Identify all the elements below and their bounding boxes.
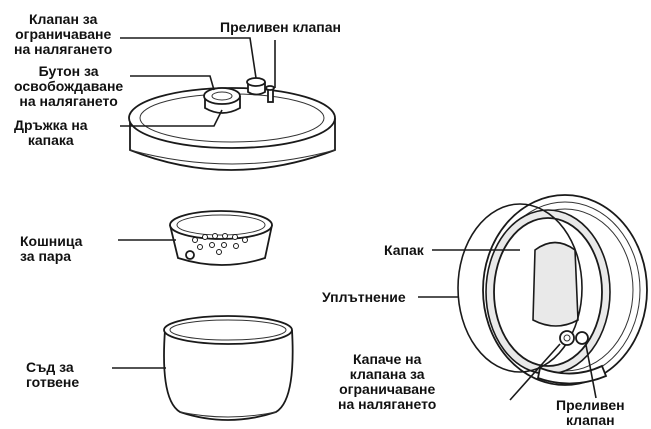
label-line: клапан — [556, 413, 625, 428]
label-line: готвене — [26, 375, 79, 390]
label-line: ограничаване — [338, 382, 436, 397]
label-line: Преливен — [556, 398, 625, 413]
label-line: Преливен клапан — [220, 20, 341, 35]
label-line: освобождаване — [14, 79, 123, 94]
label-line: на налягането — [14, 42, 112, 57]
steam-basket-part — [170, 211, 272, 265]
label-line: Капаче на — [338, 352, 436, 367]
label-line: за пара — [20, 249, 82, 264]
label-line: на налягането — [14, 94, 123, 109]
leader-pressure-release-button — [130, 76, 214, 90]
label-line: капака — [14, 133, 88, 148]
label-line: клапана за — [338, 367, 436, 382]
label-lid: Капак — [384, 243, 424, 258]
cooking-pot-part — [164, 316, 293, 420]
label-line: Капак — [384, 243, 424, 258]
label-line: Уплътнение — [322, 290, 406, 305]
lid-assembly — [129, 78, 335, 170]
inner-lid-part — [458, 195, 647, 385]
label-line: ограничаване — [14, 27, 112, 42]
label-line: Кошница — [20, 234, 82, 249]
leader-pressure-limit-valve — [120, 38, 256, 78]
label-line: Клапан за — [14, 12, 112, 27]
label-line: Бутон за — [14, 64, 123, 79]
label-line: Дръжка на — [14, 118, 88, 133]
label-seal: Уплътнение — [322, 290, 406, 305]
label-line: на налягането — [338, 397, 436, 412]
label-line: Съд за — [26, 360, 79, 375]
label-overflow-valve-top: Преливен клапан — [220, 20, 341, 35]
